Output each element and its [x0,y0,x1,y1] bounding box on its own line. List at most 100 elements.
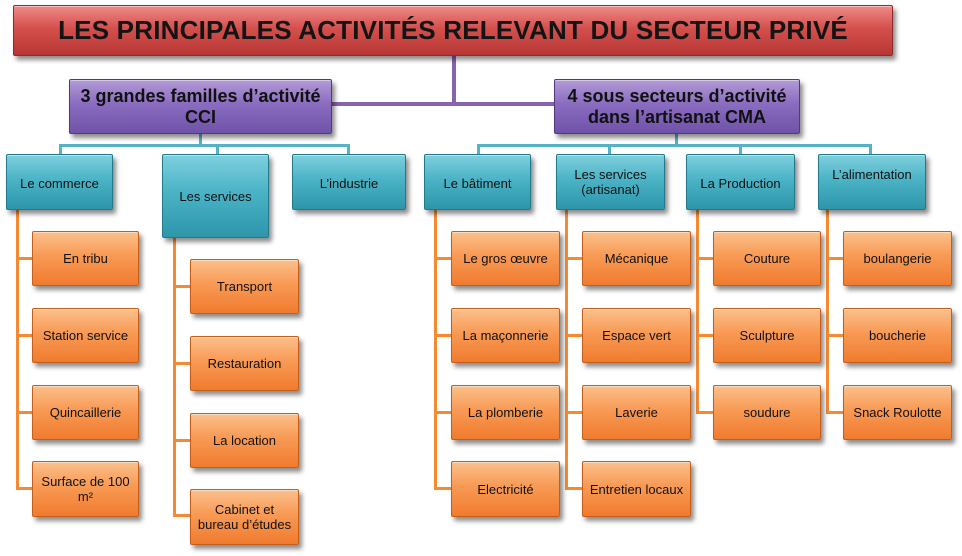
activity-item: soudure [713,385,821,440]
cci-connector-horizontal [59,144,350,147]
cci-group-label-line1: 3 grandes familles [80,85,238,106]
commerce-spine [16,210,19,490]
commerce-branch [16,411,32,414]
batiment-branch [434,257,451,260]
activity-item: Snack Roulotte [843,385,952,440]
category-label: Le commerce [20,176,99,191]
diagram-title: LES PRINCIPALES ACTIVITÉS RELEVANT DU SE… [13,5,893,56]
services-cma-branch [565,487,582,490]
activity-item: La maçonnerie [451,308,560,363]
category-la-production: La Production [686,154,795,210]
services-cma-spine [565,210,568,490]
category-label: Les services [179,188,252,204]
category-label: La Production [700,176,781,191]
commerce-branch [16,257,32,260]
cci-connector-drop-commerce [59,144,62,154]
commerce-branch [16,334,32,337]
category-le-commerce: Le commerce [6,154,113,210]
cma-group-box: 4 sous secteurs d’activité dans l’artisa… [554,79,800,134]
cma-group-label-line1: 4 sous secteurs d’activité [567,85,787,106]
title-connector-horizontal [332,102,554,106]
activity-label: La location [213,433,276,448]
batiment-spine [434,210,437,490]
activity-item: Espace vert [582,308,691,363]
cci-connector-drop-services [216,144,219,154]
title-connector-vertical [452,56,456,104]
activity-item: Surface de 100 m² [32,461,139,517]
cci-connector-drop-industrie [347,144,350,154]
activity-label: Transport [216,279,273,294]
alimentation-branch [826,257,843,260]
cma-group-label-line2: dans l’artisanat CMA [587,106,767,127]
cma-connector-drop-services [608,144,611,154]
activity-label: Mécanique [604,251,669,266]
activity-item: Entretien locaux [582,461,691,517]
activity-item: Cabinet et bureau d’études [190,489,299,545]
cci-group-label-line2: d’activité CCI [185,85,321,127]
production-branch [696,257,713,260]
batiment-branch [434,487,451,490]
activity-label: boucherie [868,328,927,343]
activity-label: La maçonnerie [462,328,549,343]
alimentation-spine [826,210,829,414]
activity-item: Transport [190,259,299,314]
activity-item: La plomberie [451,385,560,440]
services-cci-branch [173,514,190,517]
services-cci-spine [173,238,176,517]
cma-connector-drop-alimentation [869,144,872,154]
activity-item: boucherie [843,308,952,363]
production-branch [696,334,713,337]
cma-connector-horizontal [477,144,872,147]
activity-item: Le gros œuvre [451,231,560,286]
activity-label: Couture [743,251,791,266]
activity-label: Electricité [477,481,534,497]
activity-label: Station service [42,328,129,343]
services-cma-branch [565,334,582,337]
activity-item: En tribu [32,231,139,286]
services-cma-branch [565,411,582,414]
cma-connector-drop-batiment [477,144,480,154]
activity-label: En tribu [63,251,108,266]
category-label-line1: Les services [574,167,647,182]
activity-item: Quincaillerie [32,385,139,440]
activity-label: boulangerie [863,251,932,266]
activity-label: Snack Roulotte [853,405,942,420]
activity-label: La plomberie [467,405,544,420]
diagram-title-text: LES PRINCIPALES ACTIVITÉS RELEVANT DU SE… [58,15,848,45]
services-cci-branch [173,362,190,365]
services-cci-branch [173,439,190,442]
batiment-branch [434,334,451,337]
alimentation-branch [826,411,843,414]
commerce-branch [16,487,32,490]
cci-connector-vertical [199,134,202,146]
production-spine [696,210,699,414]
cma-connector-drop-production [739,144,742,154]
activity-item: Restauration [190,336,299,391]
activity-label: Quincaillerie [49,405,122,420]
activity-label: Laverie [615,405,658,420]
activity-label: Entretien locaux [589,481,684,497]
activity-label: Le gros œuvre [463,251,548,266]
category-les-services-artisanat: Les services (artisanat) [556,154,665,210]
category-les-services-cci: Les services [162,154,269,238]
activity-item: Laverie [582,385,691,440]
activity-label: soudure [743,405,791,420]
category-label-line2: (artisanat) [581,182,640,197]
production-branch [696,411,713,414]
activity-label: Restauration [207,356,282,371]
activity-item: boulangerie [843,231,952,286]
batiment-branch [434,411,451,414]
activity-item: La location [190,413,299,468]
category-label: L’industrie [319,176,379,191]
cci-group-box: 3 grandes familles d’activité CCI [69,79,332,134]
activity-label: Surface de 100 m² [41,474,130,504]
category-label: L’alimentation [832,167,912,182]
activity-item: Mécanique [582,231,691,286]
cma-connector-vertical [675,134,678,146]
activity-item: Sculpture [713,308,821,363]
category-label: Le bâtiment [443,176,512,191]
services-cma-branch [565,257,582,260]
activity-label: Cabinet et bureau d’études [197,502,292,532]
activity-item: Couture [713,231,821,286]
category-le-batiment: Le bâtiment [424,154,531,210]
